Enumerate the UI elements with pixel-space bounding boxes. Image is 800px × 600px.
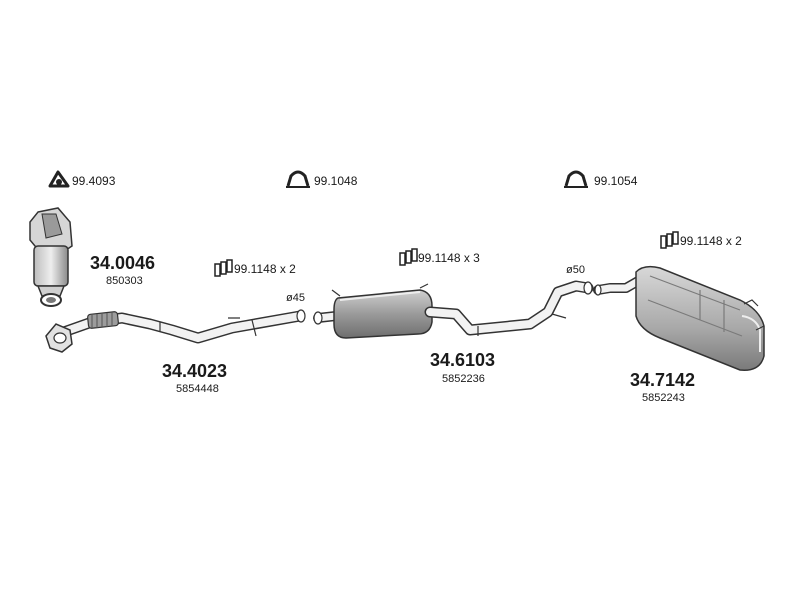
center-muffler-drawing[interactable] [313, 280, 594, 339]
front-pipe-drawing[interactable] [45, 309, 306, 353]
gasket-icon[interactable] [48, 170, 70, 188]
oe-number-center-muffler: 5852236 [442, 373, 485, 385]
rear-muffler-drawing[interactable] [593, 265, 765, 371]
clamp-code-2: 99.1054 [594, 174, 638, 188]
diameter-label-45: ø45 [286, 292, 305, 304]
hanger-code-center: 99.1148 x 3 [418, 251, 480, 265]
hanger-code-rear: 99.1148 x 2 [680, 234, 742, 248]
hanger-icon-front[interactable] [214, 259, 233, 277]
gasket-code: 99.4093 [72, 174, 116, 188]
oe-number-catalytic-converter: 850303 [106, 275, 143, 287]
part-number-front-pipe[interactable]: 34.4023 [162, 361, 228, 381]
part-number-center-muffler[interactable]: 34.6103 [430, 350, 496, 370]
hanger-icon-center[interactable] [399, 248, 418, 266]
part-number-catalytic-converter[interactable]: 34.0046 [90, 253, 156, 273]
hanger-code-front: 99.1148 x 2 [234, 262, 296, 276]
hanger-icon-rear[interactable] [660, 231, 679, 249]
clamp-icon-1[interactable] [286, 170, 310, 188]
clamp-icon-2[interactable] [564, 170, 588, 188]
catalytic-converter-drawing[interactable] [29, 207, 73, 307]
clamp-code-1: 99.1048 [314, 174, 358, 188]
oe-number-front-pipe: 5854448 [176, 383, 219, 395]
part-number-rear-muffler[interactable]: 34.7142 [630, 370, 696, 390]
oe-number-rear-muffler: 5852243 [642, 392, 685, 404]
diameter-label-50: ø50 [566, 264, 585, 276]
